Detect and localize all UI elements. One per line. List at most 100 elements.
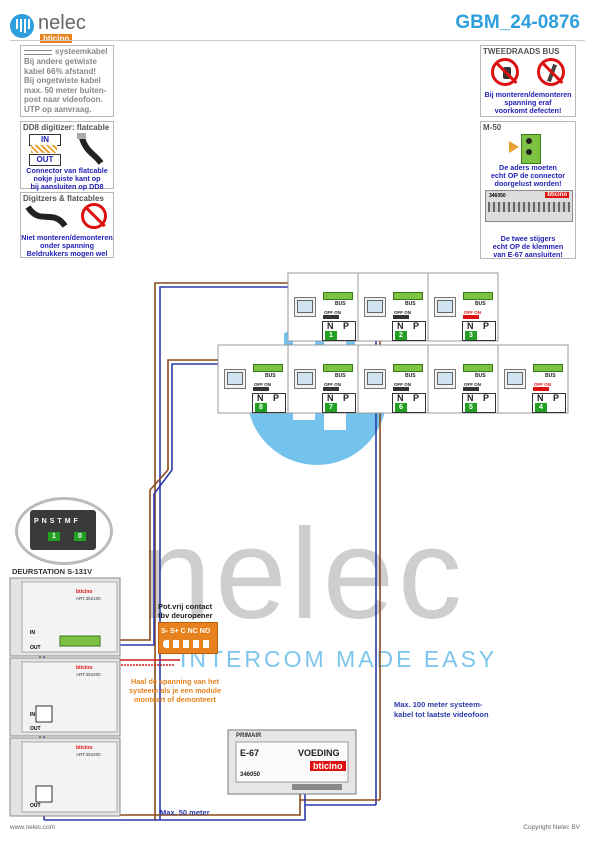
- flatcable-icon: [77, 133, 104, 165]
- monitor-unit: BUS OFF ON N P 8: [218, 345, 288, 413]
- nelec-logo-icon: [10, 14, 34, 38]
- bus-connector: [393, 364, 423, 372]
- dip-labels: PNSTMF: [34, 518, 94, 525]
- dip-label: P: [34, 518, 42, 525]
- np-box: N P 2: [392, 321, 426, 341]
- arrow-icon: [509, 141, 519, 153]
- panel-title: TWEEDRAADS BUS: [483, 47, 560, 56]
- bus-label: BUS: [265, 373, 276, 379]
- p-label: P: [413, 393, 420, 403]
- supply-model: E-67: [240, 748, 260, 758]
- wire-brown: [40, 790, 301, 816]
- panel-tweedraads: TWEEDRAADS BUS Bij monteren/demonteren s…: [480, 45, 576, 117]
- p-label: P: [483, 321, 490, 331]
- panel-title: M-50: [483, 123, 502, 132]
- bus-label: BUS: [335, 373, 346, 379]
- wire-brown: [167, 359, 240, 470]
- watermark-brand: nelec: [140, 503, 466, 646]
- videophone-icon: [364, 369, 386, 389]
- no-sign-icon: [81, 203, 107, 229]
- dip-switch: [253, 387, 269, 391]
- dip-switch: [323, 387, 339, 391]
- np-box: N P 6: [392, 393, 426, 413]
- dip-value: 0: [74, 532, 86, 541]
- offon-label: OFF ON: [394, 310, 411, 315]
- n-label: N: [397, 321, 404, 331]
- bus-connector: [323, 292, 353, 300]
- np-box: N P 4: [532, 393, 566, 413]
- dip-switch: [463, 315, 479, 319]
- panel-digitizers: Digitzers & flatcables Niet monteren/dem…: [20, 192, 114, 258]
- bus-connector: [533, 364, 563, 372]
- n-label: N: [467, 393, 474, 403]
- logo-sub: bticino: [40, 34, 73, 43]
- entrance-brand: bticino: [76, 745, 93, 751]
- bus-connector: [463, 292, 493, 300]
- header-divider: [10, 40, 585, 41]
- p-label: P: [483, 393, 490, 403]
- in-label: IN: [30, 712, 35, 718]
- panel-title: DD8 digitizer: flatcable: [23, 123, 110, 132]
- dip-switch: [393, 387, 409, 391]
- bus-label: BUS: [475, 301, 486, 307]
- dip-label: N: [41, 518, 50, 525]
- np-box: N P 5: [462, 393, 496, 413]
- logo: nelec bticino: [10, 10, 120, 44]
- panel-text: Connector van flatcable nokje juiste kan…: [26, 166, 108, 191]
- out-label: OUT: [29, 154, 61, 166]
- panel-title: Digitzers & flatcables: [23, 194, 104, 203]
- monitor-number: 3: [465, 331, 477, 340]
- supply-label: VOEDING: [298, 748, 340, 758]
- offon-label: OFF ON: [394, 382, 411, 387]
- out-label: OUT: [30, 645, 41, 651]
- module-code: 346050: [489, 193, 506, 199]
- connector-terminal: [526, 149, 532, 155]
- bus-label: BUS: [405, 301, 416, 307]
- bus-connector: [393, 292, 423, 300]
- dip-value: 1: [48, 532, 60, 541]
- dip-switch: [393, 315, 409, 319]
- wire-blue: [100, 469, 173, 646]
- p-label: P: [553, 393, 560, 403]
- bus-connector: [323, 364, 353, 372]
- bus-label: BUS: [335, 301, 346, 307]
- n-label: N: [327, 321, 334, 331]
- n-label: N: [397, 393, 404, 403]
- panel-text: De twee stijgers echt OP de klemmen van …: [492, 234, 564, 259]
- dip-magnifier: PNSTMF 1 0: [15, 497, 113, 565]
- contact-terminals: S- S+ C NC NO: [161, 628, 211, 635]
- dip-label: M: [64, 518, 74, 525]
- monitor-unit: BUS OFF ON N P 4: [498, 345, 568, 413]
- videophone-icon: [434, 369, 456, 389]
- n-label: N: [257, 393, 264, 403]
- offon-label: OFF ON: [464, 310, 481, 315]
- monitor-number: 6: [395, 403, 407, 412]
- panel-systeemkabel: systeemkabel Bij andere getwiste kabel 6…: [20, 45, 114, 117]
- p-label: P: [413, 321, 420, 331]
- no-tool-icon: [537, 58, 565, 86]
- p-label: P: [343, 393, 350, 403]
- bus-label: BUS: [405, 373, 416, 379]
- max50-note: Max. 50 meter: [160, 808, 210, 817]
- contact-title: Pot.vrij contact tbv deuropener: [158, 602, 213, 620]
- no-plug-icon: [491, 58, 519, 86]
- videophone-icon: [224, 369, 246, 389]
- offon-label: OFF ON: [324, 382, 341, 387]
- entrance-label: DEURSTATION S-131V: [12, 567, 93, 576]
- supply-code: 346050: [240, 772, 261, 778]
- n-label: N: [537, 393, 544, 403]
- logo-text: nelec: [38, 12, 86, 34]
- in-label: IN: [30, 630, 35, 636]
- monitor-number: 8: [255, 403, 267, 412]
- monitor-unit: BUS OFF ON N P 1: [288, 273, 358, 341]
- np-box: N P 1: [322, 321, 356, 341]
- monitor-unit: BUS OFF ON N P 7: [288, 345, 358, 413]
- p-label: P: [273, 393, 280, 403]
- p-label: P: [343, 321, 350, 331]
- flatcable-icon: [25, 205, 68, 228]
- module-brand: bticino: [545, 192, 569, 198]
- supply-primair: PRIMAIR: [236, 733, 262, 739]
- power-supply-body: [227, 729, 357, 795]
- entrance-station: [9, 577, 121, 817]
- wire-blue: [171, 363, 240, 470]
